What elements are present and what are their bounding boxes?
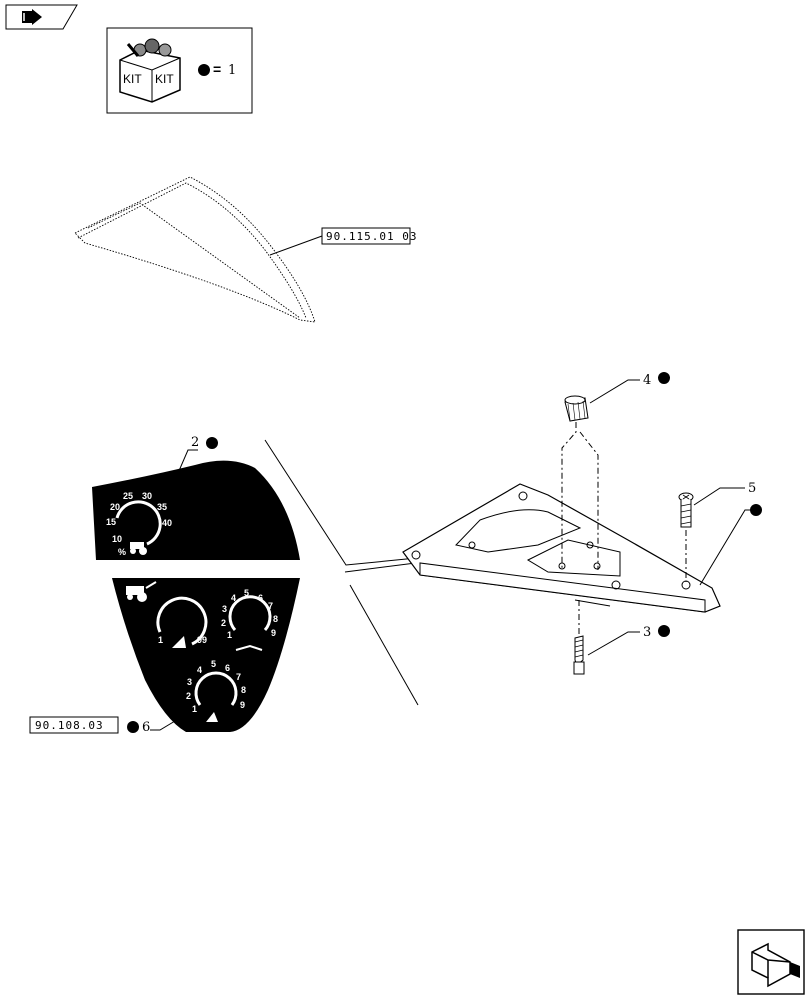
scale-40: 40 (162, 518, 172, 528)
navigation-arrow-icon (751, 942, 800, 988)
right-dial-1: 1 (227, 630, 232, 640)
right-dial-8: 8 (273, 614, 278, 624)
right-dial-6: 6 (258, 593, 263, 603)
leader-4 (589, 379, 640, 404)
kit-equals: = (213, 61, 221, 77)
reference-text-top: 90.115.01 03 (326, 230, 417, 243)
bullet-icon (206, 437, 218, 449)
knob-part[interactable] (564, 395, 589, 422)
callout-2: 2 (191, 435, 199, 450)
right-dial-2: 2 (221, 618, 226, 628)
tractor-icon (130, 542, 147, 555)
bottom-dial-4: 4 (197, 665, 202, 675)
bottom-dial-6: 6 (225, 663, 230, 673)
screw-part-5[interactable] (678, 492, 694, 528)
scale-20: 20 (110, 502, 120, 512)
left-dial-min: 1 (158, 635, 163, 645)
bottom-dial-3: 3 (187, 677, 192, 687)
kit-label-left: KIT (123, 72, 142, 86)
right-dial-4: 4 (231, 593, 236, 603)
scale-30: 30 (142, 491, 152, 501)
bottom-dial-5: 5 (211, 659, 216, 669)
bottom-dial-8: 8 (241, 685, 246, 695)
bottom-dial-1: 1 (192, 704, 197, 714)
kit-label-right: KIT (155, 72, 174, 86)
decal-upper: 10 15 20 25 30 35 40 % (92, 460, 300, 560)
leader-3 (587, 631, 640, 656)
bottom-dial-9: 9 (240, 700, 245, 710)
bottom-dial-2: 2 (186, 691, 191, 701)
kit-quantity: 1 (228, 63, 236, 78)
screw-part-3[interactable] (573, 635, 585, 675)
bullet-icon (127, 721, 139, 733)
lift-icon (172, 636, 186, 648)
reference-text-bottom: 90.108.03 (35, 719, 104, 732)
leader-5 (693, 487, 745, 506)
decal-lower: 1 99 1 2 3 4 5 6 7 8 9 1 2 3 4 5 6 7 8 9 (112, 578, 300, 732)
axis-line-4b (579, 431, 599, 570)
speed-icons (235, 644, 263, 651)
bullet-icon (658, 625, 670, 637)
nav-tab-button[interactable] (5, 4, 78, 30)
leader-lower-decal (349, 584, 419, 706)
bullet-icon (198, 64, 210, 76)
scale-10: 10 (112, 534, 122, 544)
callout-6: 6 (142, 720, 150, 735)
scale-35: 35 (157, 502, 167, 512)
bottom-dial-7: 7 (236, 672, 241, 682)
reference-label-top[interactable]: 90.115.01 03 (321, 227, 417, 245)
reference-part-outline (74, 176, 323, 323)
leader-6 (150, 711, 191, 731)
tractor-header-icon (126, 581, 157, 602)
callout-5: 5 (748, 481, 756, 496)
leader-2 (174, 449, 198, 481)
axis-line-4a (561, 422, 577, 570)
right-dial-5: 5 (244, 588, 249, 598)
scale-unit: % (118, 547, 126, 557)
kit-legend: KIT KIT = 1 (106, 27, 253, 114)
leader-5b (699, 509, 750, 586)
callout-3: 3 (643, 625, 651, 640)
scale-15: 15 (106, 517, 116, 527)
callout-4: 4 (643, 373, 651, 388)
nav-arrow-icon (22, 9, 42, 25)
kit-box-icon: KIT KIT (119, 38, 181, 103)
left-dial-max: 99 (197, 635, 207, 645)
bullet-icon (750, 504, 762, 516)
draft-icon (206, 712, 218, 722)
right-dial-3: 3 (222, 604, 227, 614)
scale-25: 25 (123, 491, 133, 501)
bullet-icon (658, 372, 670, 384)
right-dial-9: 9 (271, 628, 276, 638)
right-dial-7: 7 (268, 601, 273, 611)
reference-label-bottom[interactable]: 90.108.03 (29, 716, 119, 734)
navigation-button[interactable] (737, 929, 805, 995)
